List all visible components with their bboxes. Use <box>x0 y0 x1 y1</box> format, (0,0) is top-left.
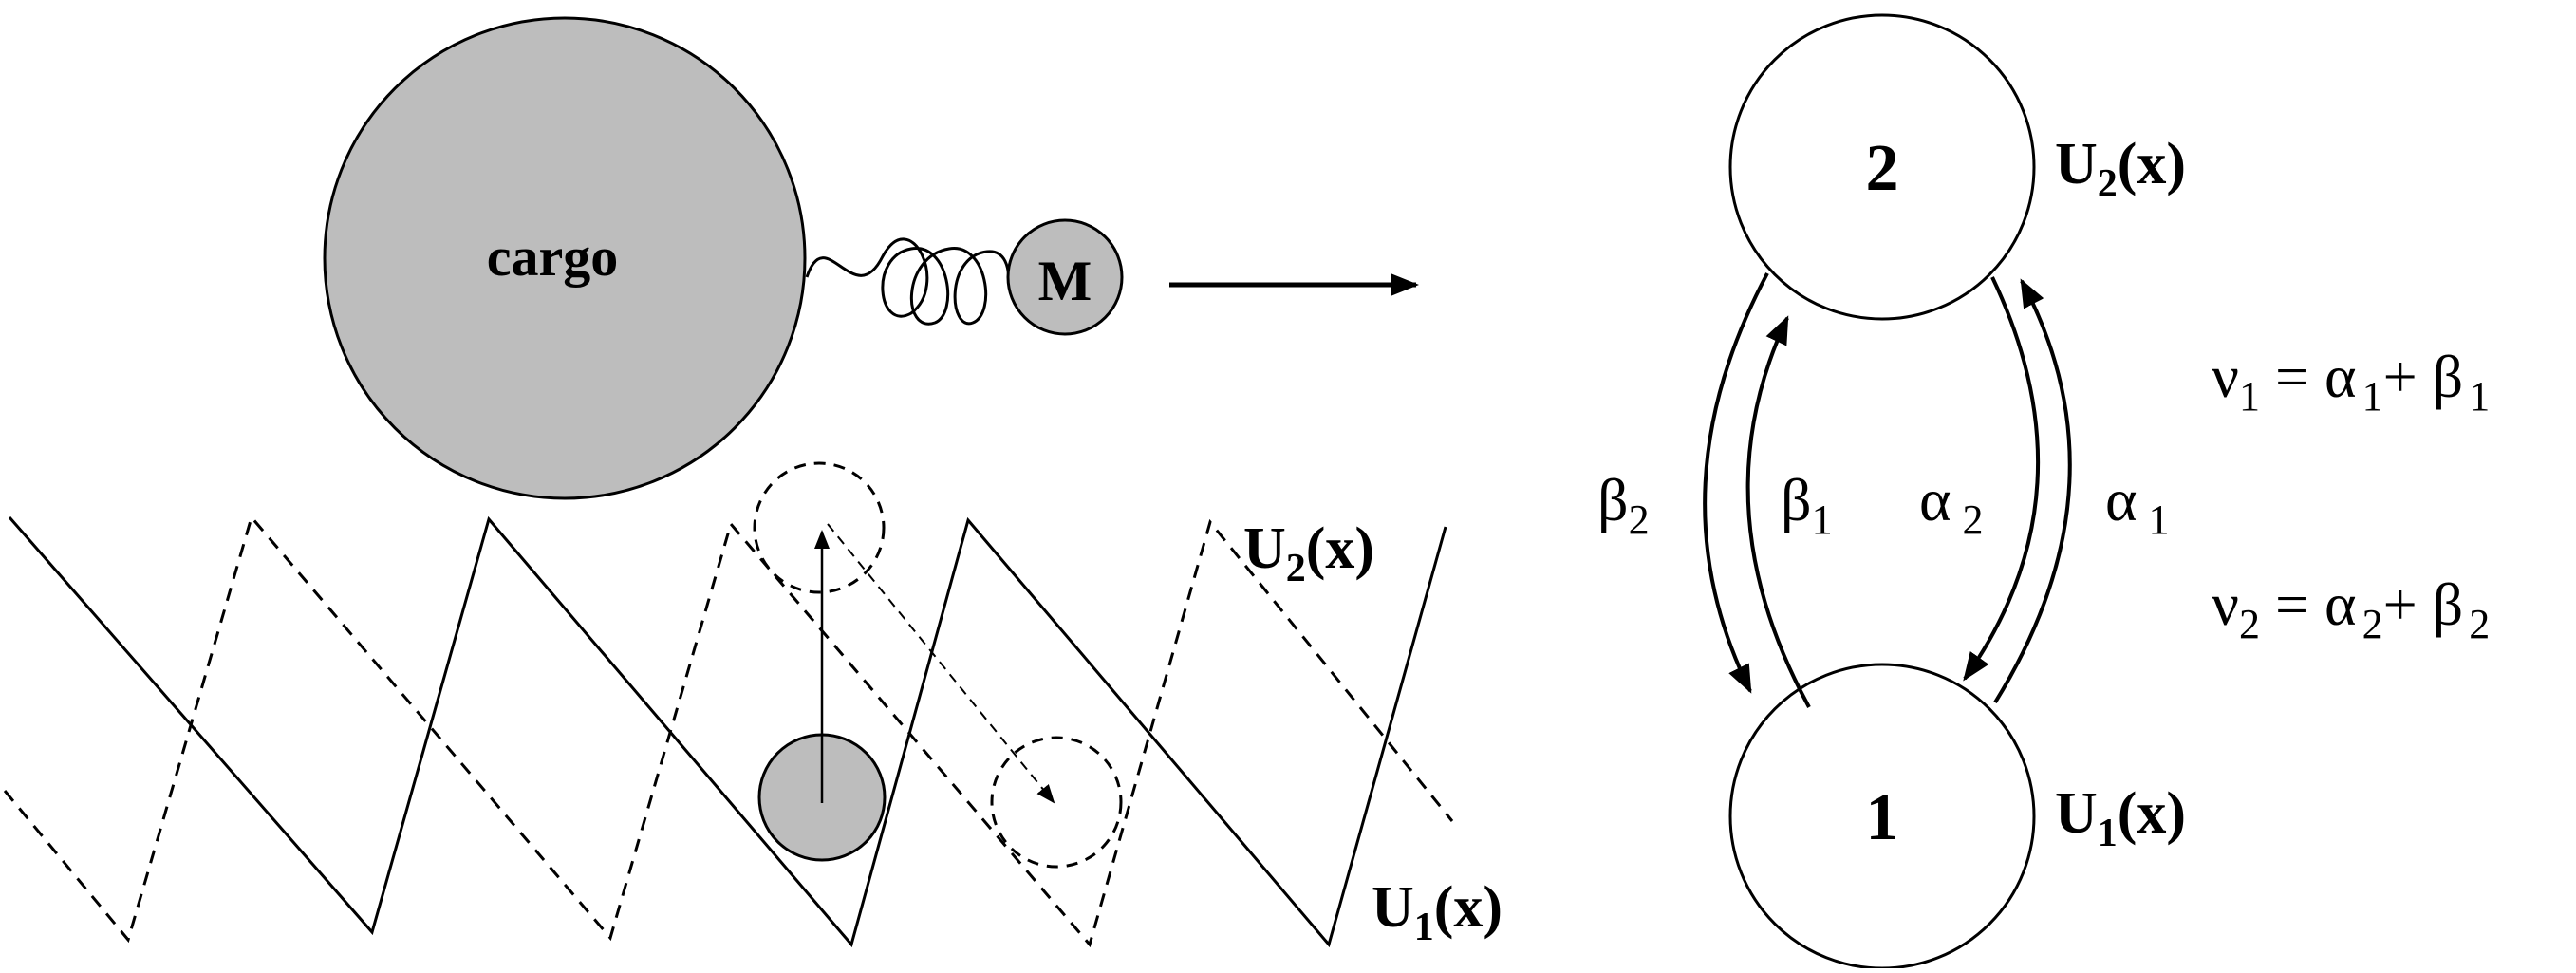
state-1-label: 1 <box>1866 781 1899 854</box>
state-1-potential: U1(x) <box>2055 781 2186 855</box>
tether-coil <box>805 237 1013 326</box>
rate-beta1-label: β1 <box>1781 466 1833 543</box>
rate-beta2-label: β2 <box>1597 466 1650 543</box>
motor-label: M <box>1038 250 1092 312</box>
alpha1-arrow <box>1993 278 2072 704</box>
beta2-arrow <box>1703 272 1769 694</box>
state-2-circle <box>1728 13 2036 321</box>
beta1-arrow <box>1745 315 1811 708</box>
state-2-label: 2 <box>1866 132 1899 205</box>
potential-u2-curve <box>3 514 1454 948</box>
cargo-sphere <box>323 16 807 500</box>
particle-relaxed-position <box>990 736 1123 869</box>
relaxation-arrow <box>827 523 1055 804</box>
particle-excited-position <box>753 461 886 594</box>
potential-u2-label: U2(x) <box>1243 516 1374 590</box>
alpha2-arrow <box>1963 276 2041 682</box>
motor-panel: cargo M U2(x) U1(x) <box>3 16 1503 949</box>
potential-u1-label: U1(x) <box>1372 875 1503 949</box>
motor-sphere <box>1006 218 1124 336</box>
state-2-potential: U2(x) <box>2055 132 2186 206</box>
potential-u1-curve <box>8 515 1447 948</box>
cargo-label: cargo <box>487 226 619 288</box>
